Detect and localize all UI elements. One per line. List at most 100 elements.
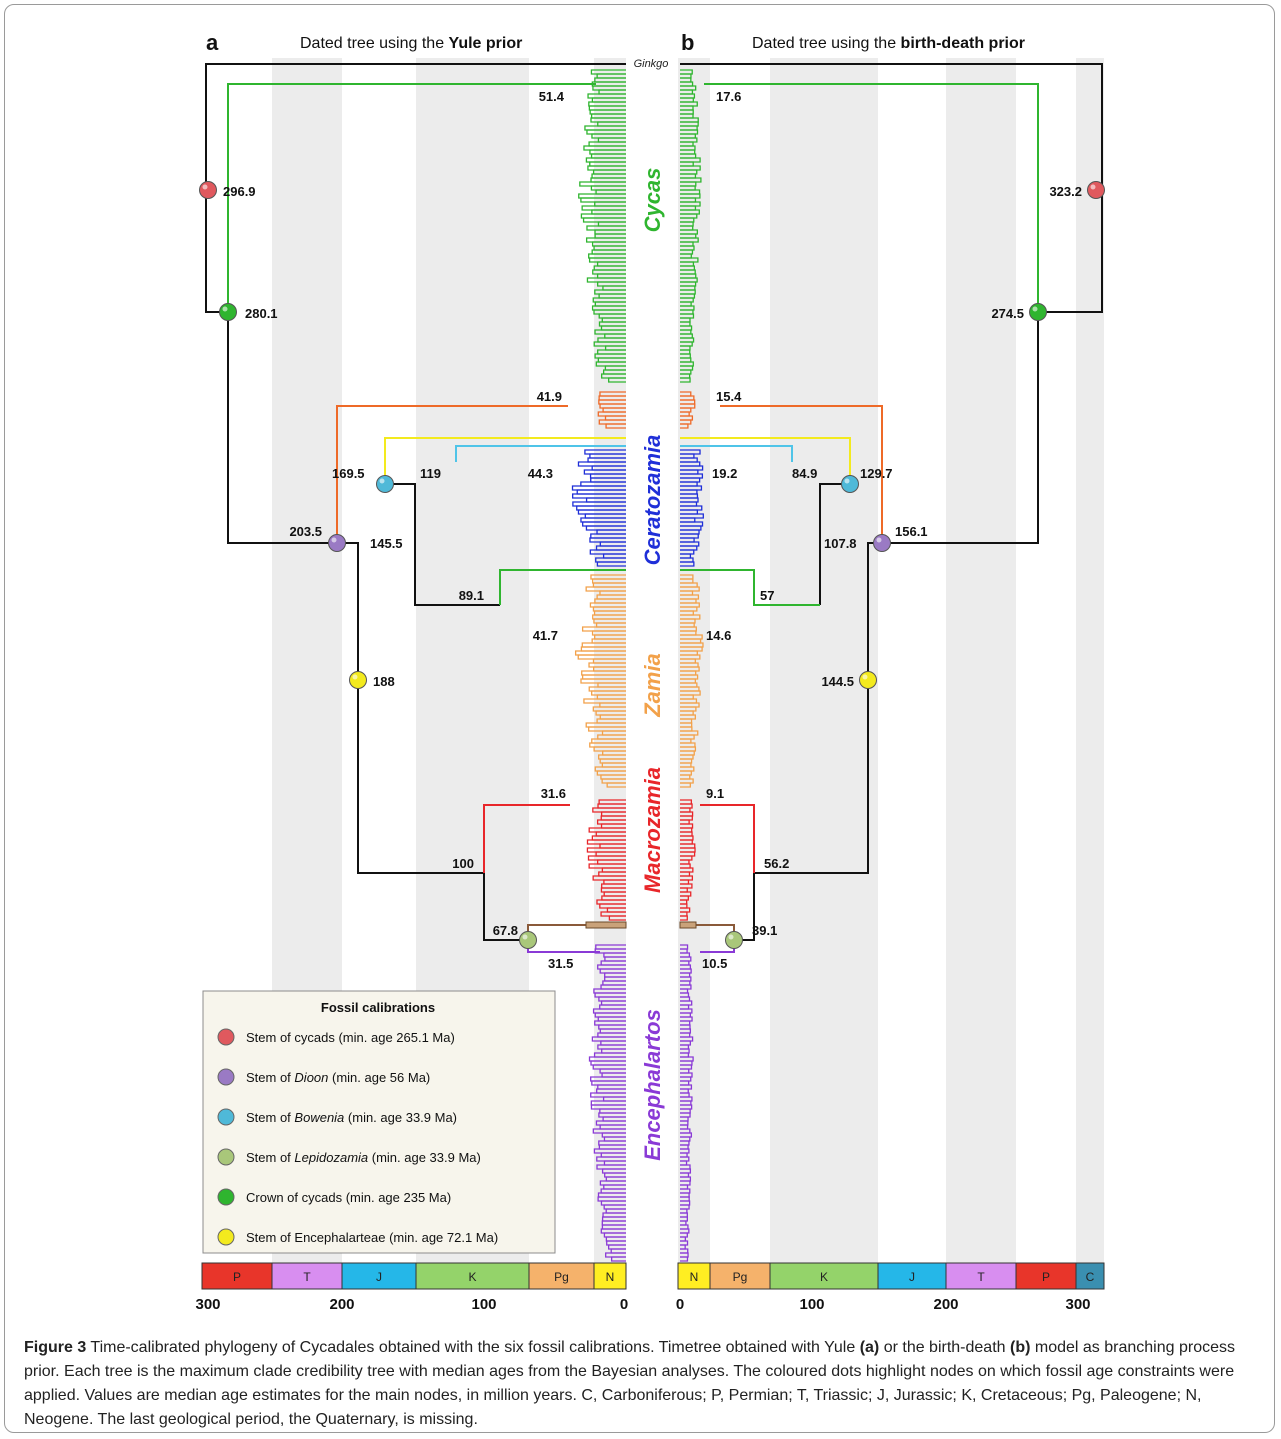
- calibration-node-highlight-b-stem-cycads: [1090, 184, 1096, 190]
- calibration-node-highlight-b-crown-cycads: [1032, 306, 1038, 312]
- genus-zamia: Zamia: [640, 653, 665, 718]
- tick-a-300: 300: [195, 1296, 220, 1313]
- calibration-node-highlight-a-encephalarteae: [352, 674, 358, 680]
- calibration-node-highlight-a-lepidozamia: [522, 934, 528, 940]
- age-b-ceratozamia: 19.2: [712, 466, 737, 481]
- period-label-a-Pg: Pg: [554, 1270, 569, 1284]
- calibration-node-b-bowenia: [841, 475, 859, 493]
- fan-cycas: [578, 69, 702, 383]
- age-b-encephalarteae: 144.5: [821, 674, 854, 689]
- legend-label-0: Stem of cycads (min. age 265.1 Ma): [246, 1030, 455, 1045]
- branch-a-enceph-branch: [527, 940, 600, 953]
- caption-text-2: or the birth-death: [879, 1339, 1010, 1356]
- calibration-node-highlight-a-dioon: [331, 537, 337, 543]
- age-a-cycas-crown: 51.4: [539, 89, 565, 104]
- period-a-Pg: [528, 1262, 595, 1290]
- legend-label-5: Stem of Encephalarteae (min. age 72.1 Ma…: [246, 1230, 498, 1245]
- legend-title: Fossil calibrations: [321, 1000, 435, 1015]
- branch-b-ginkgo: [680, 63, 1103, 190]
- caption-text-1: Time-calibrated phylogeny of Cycadales o…: [86, 1339, 860, 1356]
- calibration-node-highlight-a-bowenia: [379, 478, 385, 484]
- branch-b-yellow: [680, 437, 851, 484]
- legend-label-3: Stem of Lepidozamia (min. age 33.9 Ma): [246, 1150, 481, 1165]
- genus-labels: Cycas Ceratozamia Zamia Macrozamia Encep…: [640, 168, 665, 1161]
- branch-b-enceph-stem: [754, 680, 869, 874]
- panel-a-letter: a: [206, 30, 219, 55]
- genus-cycas: Cycas: [640, 168, 665, 233]
- period-label-b-K: K: [820, 1270, 828, 1284]
- figure-frame: [4, 4, 1275, 1433]
- age-a-encephalartos: 31.5: [548, 956, 573, 971]
- period-label-b-J: J: [909, 1270, 915, 1284]
- branch-b-orange-stem: [720, 405, 883, 543]
- calibration-node-a-dioon: [328, 534, 346, 552]
- branch-a-cycas-stem: [227, 83, 596, 312]
- age-b-macro-enceph: 56.2: [764, 856, 789, 871]
- branch-a-bow-down: [414, 525, 500, 606]
- age-b-dioon-stem: 156.1: [895, 524, 928, 539]
- age-a-zamia-crown: 41.7: [533, 628, 558, 643]
- branch-b-zamia-stem: [680, 569, 820, 606]
- legend-swatch-4: [217, 1188, 235, 1206]
- age-a-ceratozamia: 44.3: [528, 466, 553, 481]
- axis-ticks-b: 0 100 200 300: [676, 1296, 1091, 1313]
- fan-ceratozamia: [571, 449, 704, 567]
- legend: Fossil calibrations Stem of cycads (min.…: [202, 990, 556, 1254]
- fan-zamia: [574, 574, 704, 788]
- branch-a-enceph-stem: [357, 680, 484, 874]
- panel-b-title-bold: birth-death prior: [901, 35, 1025, 52]
- lepi-bar-b: [679, 921, 697, 929]
- age-a-bowenia-stem: 169.5: [332, 466, 365, 481]
- panel-b-letter: b: [681, 30, 694, 55]
- calibration-node-a-encephalarteae: [349, 671, 367, 689]
- branch-b-lepi: [734, 873, 755, 941]
- age-b-orange: 15.4: [716, 389, 742, 404]
- age-b-macrozamia: 9.1: [706, 786, 724, 801]
- panel-b-title-prefix: Dated tree using the: [752, 35, 901, 52]
- period-label-a-T: T: [303, 1270, 311, 1284]
- calibration-nodes: [199, 181, 1105, 949]
- period-a-P: [201, 1262, 273, 1290]
- caption-a: (a): [859, 1339, 880, 1356]
- axis-ticks-a: 300 200 100 0: [195, 1296, 628, 1313]
- age-b-bowenia-stem: 129.7: [860, 466, 893, 481]
- age-b-zamia-stem: 57: [760, 588, 774, 603]
- legend-swatch-5: [217, 1228, 235, 1246]
- period-a-N: [593, 1262, 627, 1290]
- branch-b-macro-stem: [700, 804, 755, 873]
- age-a-macrozamia: 31.6: [541, 786, 566, 801]
- branch-b-core: [882, 312, 1039, 544]
- age-a-bowenia-node: 145.5: [370, 536, 403, 551]
- age-a-zamia-stem: 89.1: [459, 588, 484, 603]
- branch-a-core: [227, 312, 337, 544]
- age-a-lepidozamia: 67.8: [493, 923, 518, 938]
- age-a-lightblue: 119: [420, 466, 441, 481]
- calibration-node-b-stem-cycads: [1087, 181, 1105, 199]
- fan-macrozamia: [586, 799, 696, 921]
- phylogeny-figure: a Dated tree using the Yule prior b Date…: [195, 30, 1105, 1313]
- caption-b: (b): [1010, 1339, 1031, 1356]
- legend-swatch-3: [217, 1148, 235, 1166]
- age-b-encephalartos: 10.5: [702, 956, 727, 971]
- period-a-J: [341, 1262, 417, 1290]
- period-a-T: [271, 1262, 343, 1290]
- period-b-C: [1075, 1262, 1105, 1290]
- tick-a-200: 200: [329, 1296, 354, 1313]
- panel-b-header: b Dated tree using the birth-death prior: [681, 30, 1025, 55]
- calibration-node-a-lepidozamia: [519, 931, 537, 949]
- branch-a-lepi: [483, 873, 528, 941]
- period-b-N: [677, 1262, 711, 1290]
- node-age-labels-b: 17.6 323.2 274.5 15.4 19.2 84.9 129.7 15…: [702, 89, 1082, 971]
- svg-text:Dated tree using the Yule prio: Dated tree using the Yule prior: [300, 35, 522, 52]
- age-a-stem-cycads: 296.9: [223, 184, 256, 199]
- calibration-node-highlight-b-dioon: [876, 537, 882, 543]
- period-label-b-T: T: [977, 1270, 985, 1284]
- age-b-lepidozamia: 39.1: [752, 923, 777, 938]
- calibration-node-highlight-a-crown-cycads: [222, 306, 228, 312]
- calibration-node-b-crown-cycads: [1029, 303, 1047, 321]
- branch-a-yellow: [384, 437, 626, 484]
- legend-swatch-1: [217, 1068, 235, 1086]
- branch-a-lightblue: [455, 445, 626, 462]
- age-b-lightblue: 84.9: [792, 466, 817, 481]
